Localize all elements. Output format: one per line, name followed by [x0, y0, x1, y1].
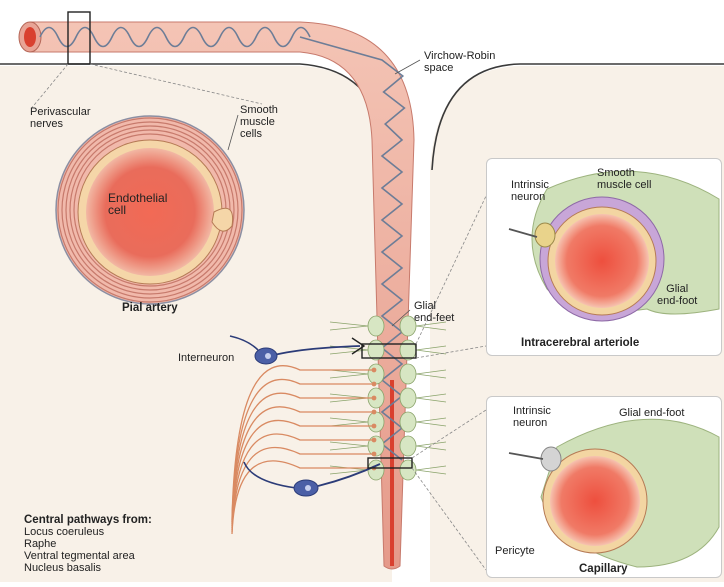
- capillary-title: Capillary: [579, 563, 628, 575]
- pathway-item: Ventral tegmental area: [24, 550, 152, 562]
- vr-pointer: [395, 60, 420, 74]
- pericyte-label: Pericyte: [495, 545, 535, 557]
- central-pathways-title: Central pathways from:: [24, 514, 152, 526]
- pathway-item: Locus coeruleus: [24, 526, 152, 538]
- capillary-glial-end-foot-label: Glial end-foot: [619, 407, 684, 419]
- interneuron-label: Interneuron: [178, 352, 234, 364]
- pial-artery-title: Pial artery: [122, 302, 178, 314]
- pathway-item: Nucleus basalis: [24, 562, 152, 574]
- vessel-cut-lumen: [24, 27, 36, 47]
- central-pathways: Central pathways from: Locus coeruleus R…: [24, 514, 152, 574]
- pathway-item: Raphe: [24, 538, 152, 550]
- arteriole-title: Intracerebral arteriole: [521, 337, 639, 349]
